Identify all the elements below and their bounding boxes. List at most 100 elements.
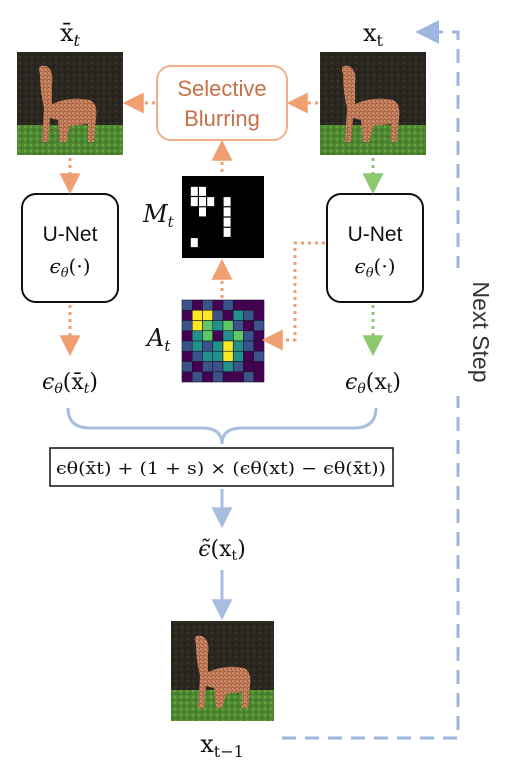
unet-left-fn-arg: (·)	[69, 254, 91, 278]
image-x-t	[320, 52, 426, 155]
selective-blurring-label-line1: Selective	[177, 76, 266, 101]
eps-tilde: ϵ̃	[198, 537, 210, 562]
attention-cell	[191, 361, 203, 373]
attention-cell	[202, 309, 214, 321]
label-at-sub: t	[164, 337, 171, 355]
attention-cell	[202, 299, 214, 311]
attention-cell	[212, 371, 224, 383]
eps-right-sub: θ	[357, 381, 366, 397]
svg-text:Mt: Mt	[142, 200, 175, 231]
unet-right-fn-sub: θ	[366, 266, 374, 281]
attention-cell	[181, 371, 193, 383]
attention-cell	[232, 371, 244, 383]
image-x-t-minus-1	[171, 621, 274, 721]
attention-cell	[243, 340, 255, 352]
attention-cell	[181, 299, 193, 311]
svg-text:ϵ̃(xt): ϵ̃(xt)	[198, 537, 246, 564]
attention-cell	[212, 340, 224, 352]
next-step-label-bg	[453, 268, 493, 396]
next-step-label: Next Step	[468, 282, 494, 383]
attention-cell	[222, 299, 234, 311]
label-x-t: x	[363, 19, 377, 47]
arrow-unet-to-attention	[261, 241, 325, 351]
attention-cell	[232, 330, 244, 342]
attention-cell	[202, 330, 214, 342]
mask-mt	[182, 176, 264, 258]
mask-cell	[223, 197, 231, 207]
attention-cell	[232, 340, 244, 352]
svg-text:ϵθ(·): ϵθ(·)	[50, 254, 91, 281]
attention-cell	[212, 320, 224, 332]
mask-cell	[199, 186, 206, 196]
label-xbar-t-sub: t	[74, 31, 81, 50]
attention-cell	[212, 330, 224, 342]
svg-text:ϵθ(xt): ϵθ(xt)	[345, 370, 401, 397]
attention-cell	[222, 371, 234, 383]
attention-cell	[232, 309, 244, 321]
attention-cell	[191, 299, 203, 311]
attention-cell	[243, 350, 255, 362]
attention-cell	[202, 361, 214, 373]
svg-text:x̄t: x̄t	[60, 19, 81, 50]
attention-cell	[212, 350, 224, 362]
attention-cell	[181, 309, 193, 321]
unet-left-fn-sub: θ	[61, 266, 69, 281]
unet-right-label: U-Net	[348, 223, 403, 246]
label-xbar-t: x̄	[60, 19, 74, 47]
attention-cell	[202, 371, 214, 383]
attention-cell	[253, 330, 265, 342]
svg-text:xt: xt	[363, 19, 384, 50]
unet-box-right	[326, 193, 424, 303]
attention-cell	[243, 309, 255, 321]
attention-cell	[222, 320, 234, 332]
eps-right-paren-close: )	[392, 370, 401, 395]
selective-blurring-label-line2: Blurring	[184, 106, 260, 131]
label-x-t-minus-1-sub: t−1	[214, 742, 244, 761]
attention-cell	[191, 350, 203, 362]
unet-right-fn-arg: (·)	[374, 254, 396, 278]
attention-cell	[202, 340, 214, 352]
eps-left-paren-open: (	[63, 370, 72, 395]
eps-left-arg-sub: t	[84, 381, 90, 397]
attention-cell	[202, 350, 214, 362]
attention-cell	[243, 299, 255, 311]
mask-cell	[199, 207, 206, 217]
attention-cell	[212, 299, 224, 311]
attention-cell	[191, 340, 203, 352]
attention-cell	[181, 330, 193, 342]
label-mt: M	[142, 200, 169, 228]
attention-cell	[181, 340, 193, 352]
svg-text:xt−1: xt−1	[200, 730, 244, 761]
attention-cell	[243, 371, 255, 383]
attention-cell	[253, 299, 265, 311]
attention-cell	[222, 361, 234, 373]
mask-cell	[199, 197, 206, 207]
attention-cell	[253, 320, 265, 332]
attention-cell	[191, 371, 203, 383]
formula-box	[49, 447, 394, 487]
attention-cell	[232, 320, 244, 332]
attention-cell	[212, 309, 224, 321]
attention-cell	[243, 320, 255, 332]
attention-cell	[212, 361, 224, 373]
eps-right-arg: x	[374, 370, 387, 395]
attention-cell	[222, 330, 234, 342]
eps-left-sub: θ	[54, 381, 63, 397]
eps-left-paren-close: )	[89, 370, 98, 395]
attention-cell	[222, 350, 234, 362]
eps-left-arg: x̄	[71, 370, 84, 395]
mask-cell	[223, 207, 231, 217]
attention-cell	[181, 320, 193, 332]
attention-cell	[222, 309, 234, 321]
attention-map-at	[181, 299, 265, 383]
eps-tilde-paren-open: (	[211, 537, 220, 562]
eps-left: ϵ	[42, 370, 54, 395]
attention-cell	[202, 320, 214, 332]
attention-cell	[232, 299, 244, 311]
attention-cell	[232, 361, 244, 373]
label-x-t-sub: t	[377, 31, 384, 50]
unet-right-fn: ϵ	[355, 254, 366, 278]
eps-right: ϵ	[345, 370, 357, 395]
attention-cell	[181, 361, 193, 373]
